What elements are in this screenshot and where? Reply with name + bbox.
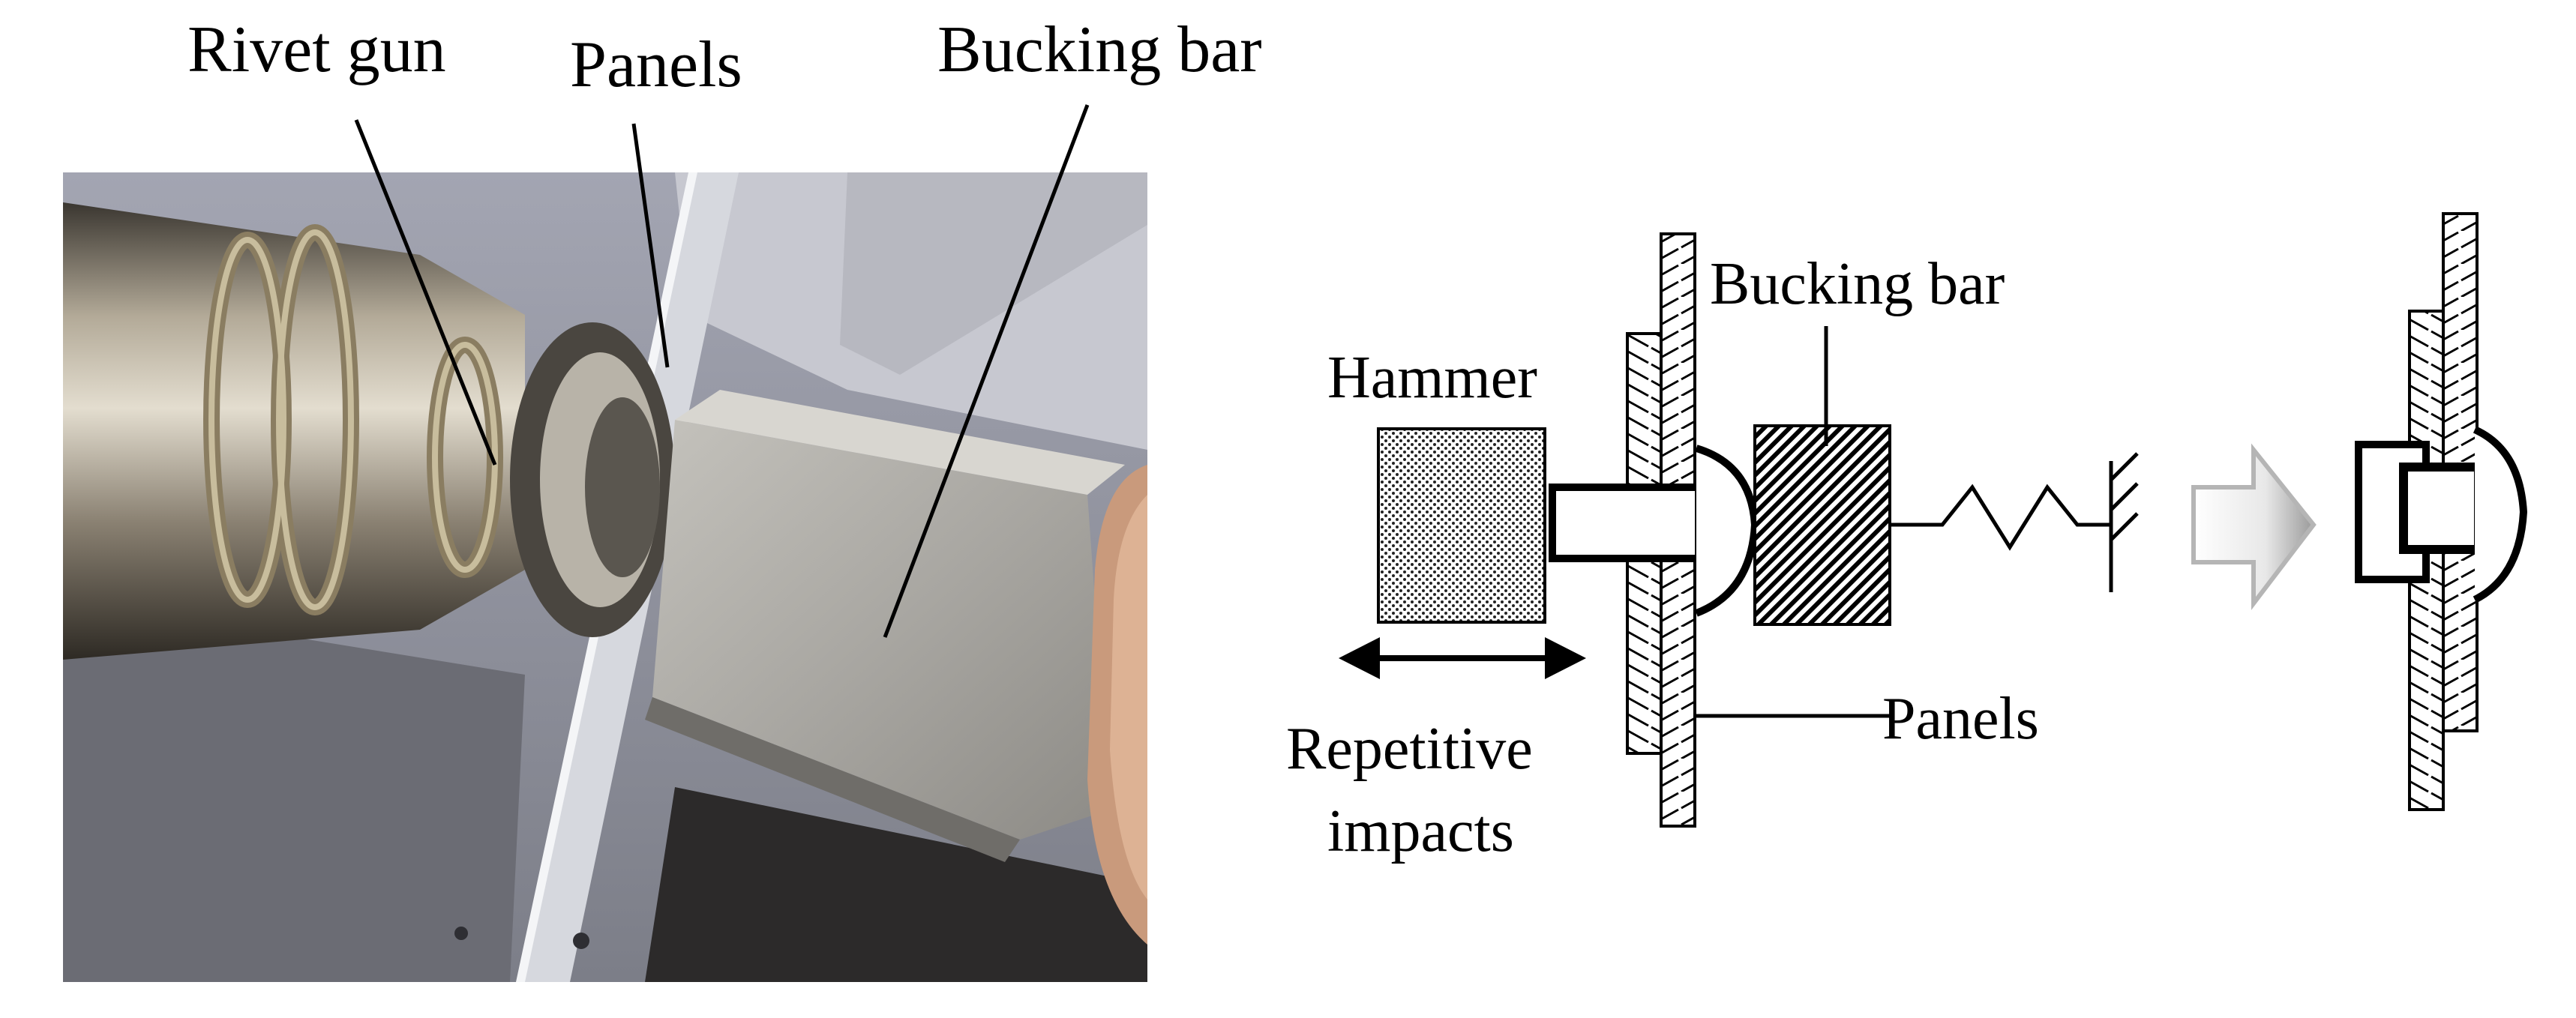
repetitive-label: Repetitive <box>1286 716 1533 782</box>
repetitive-impacts-arrow <box>1339 637 1586 679</box>
rivet-gun-leader <box>354 119 497 466</box>
schematic-panels-label: Panels <box>1882 686 2039 752</box>
photo-bucking-bar-leader <box>883 104 1090 638</box>
impacts-label: impacts <box>1327 798 1514 864</box>
transition-arrow <box>2191 443 2317 610</box>
photo-panels-leader <box>631 123 670 368</box>
schematic-bucking-bar-label: Bucking bar <box>1710 251 2005 317</box>
ground-symbol <box>2109 452 2139 592</box>
riveting-photo <box>63 172 1147 982</box>
hammer-block <box>1377 427 1546 624</box>
riveting-schematic <box>1339 212 2528 828</box>
photo-bucking-bar-label: Bucking bar <box>937 13 1262 86</box>
rivet-head <box>1695 445 1759 617</box>
spring <box>1890 484 2111 551</box>
formed-rivet-assembly <box>2355 212 2528 811</box>
photo-panels-label: Panels <box>570 28 742 101</box>
rivet-shank <box>1549 484 1702 562</box>
bucking-bar-block <box>1753 424 1891 626</box>
rivet-gun-label: Rivet gun <box>187 13 446 86</box>
hammer-label: Hammer <box>1327 345 1537 411</box>
